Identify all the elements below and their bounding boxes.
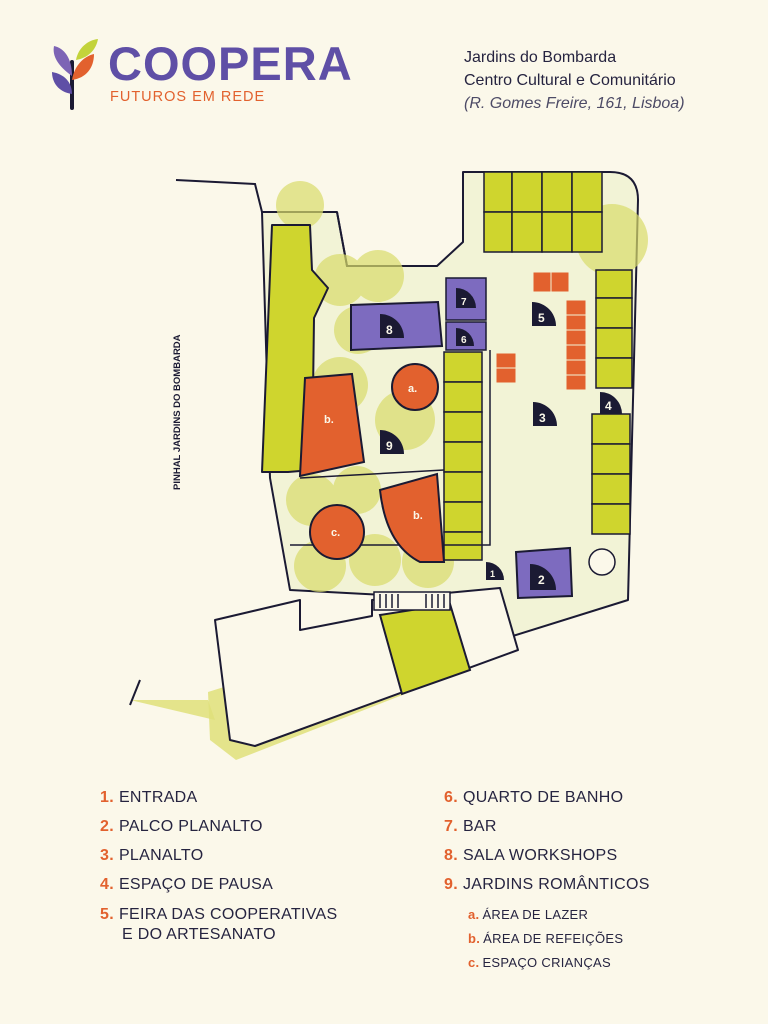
area-b-south-label: b. xyxy=(413,510,423,522)
legend-sub-label: ÁREA DE REFEIÇÕES xyxy=(483,931,624,946)
marker-8-badge xyxy=(380,314,404,338)
legend-item-3: 3.PLANALTO xyxy=(100,846,203,866)
legend-sub-c: c.ESPAÇO CRIANÇAS xyxy=(468,954,611,971)
legend-num: 1. xyxy=(100,789,114,806)
legend-item-4: 4.ESPAÇO DE PAUSA xyxy=(100,875,273,895)
entrance-stairs xyxy=(373,591,451,611)
legend-num: 5. xyxy=(100,906,114,923)
logo-tagline: FUTUROS EM REDE xyxy=(110,89,266,105)
marker-7-label: 7 xyxy=(461,297,467,308)
logo-wordmark: COOPERA xyxy=(108,37,353,90)
legend-label-cont: E DO ARTESANATO xyxy=(122,926,276,943)
marker-1-label: 1 xyxy=(490,569,495,579)
location-markers xyxy=(380,288,622,590)
marker-2-badge xyxy=(530,564,556,590)
marker-5-badge xyxy=(532,302,556,326)
legend-item-7: 7.BAR xyxy=(444,817,497,837)
dining-area-north xyxy=(298,372,366,478)
marker-9-badge xyxy=(380,430,404,454)
legend-num: 9. xyxy=(444,876,458,893)
legend-label: QUARTO DE BANHO xyxy=(462,789,624,806)
venue-address: (R. Gomes Freire, 161, Lisboa) xyxy=(464,95,685,112)
legend-sub-num: c. xyxy=(468,955,480,970)
area-b-north-label: b. xyxy=(324,414,334,426)
legend-item-5: 5.FEIRA DAS COOPERATIVAS E DO ARTESANATO xyxy=(100,905,337,945)
legend-sub-num: a. xyxy=(468,907,480,922)
marker-9-label: 9 xyxy=(386,439,393,453)
legend-sub-num: b. xyxy=(468,931,481,946)
marker-6-badge xyxy=(456,328,474,346)
kids-area xyxy=(309,504,365,560)
legend-item-6: 6.QUARTO DE BANHO xyxy=(444,788,623,808)
legend-label: JARDINS ROMÂNTICOS xyxy=(462,876,650,893)
street-label: PINHAL JARDINS DO BOMBARDA xyxy=(172,334,183,490)
marker-4-label: 4 xyxy=(605,399,612,413)
legend-num: 4. xyxy=(100,876,114,893)
area-a-label: a. xyxy=(408,383,417,395)
legend-item-9: 9.JARDINS ROMÂNTICOS xyxy=(444,875,650,895)
legend-sub-label: ESPAÇO CRIANÇAS xyxy=(482,955,611,970)
map-shadow xyxy=(130,700,215,720)
coopera-logo: COOPERA FUTUROS EM REDE xyxy=(50,36,390,112)
garden-path xyxy=(299,469,445,479)
legend-item-8: 8.SALA WORKSHOPS xyxy=(444,846,617,866)
legend-label: PLANALTO xyxy=(118,847,204,864)
site-boundary xyxy=(175,179,263,213)
venue-subtitle: Centro Cultural e Comunitário xyxy=(464,72,676,89)
legend-sub-b: b.ÁREA DE REFEIÇÕES xyxy=(468,930,623,947)
legend-num: 7. xyxy=(444,818,458,835)
sprout-logo-icon xyxy=(52,39,98,110)
marker-6-label: 6 xyxy=(461,335,467,346)
legend-item-1: 1.ENTRADA xyxy=(100,788,198,808)
legend-item-2: 2.PALCO PLANALTO xyxy=(100,817,263,837)
legend-label: BAR xyxy=(462,818,497,835)
venue-header: Jardins do Bombarda Centro Cultural e Co… xyxy=(464,46,754,115)
legend-label: FEIRA DAS COOPERATIVAS xyxy=(118,906,338,923)
right-stalls xyxy=(591,269,633,535)
entrance-building xyxy=(214,587,519,747)
marker-3-badge xyxy=(533,402,557,426)
central-stalls xyxy=(443,351,483,561)
marker-2-label: 2 xyxy=(538,573,545,587)
legend-label: ENTRADA xyxy=(118,789,198,806)
market-stalls xyxy=(495,271,587,391)
legend-label: PALCO PLANALTO xyxy=(118,818,263,835)
site-boundary xyxy=(129,679,141,706)
legend-sub-a: a.ÁREA DE LAZER xyxy=(468,906,588,923)
legend-label: SALA WORKSHOPS xyxy=(462,847,618,864)
dining-area-south xyxy=(378,472,446,563)
legend-num: 6. xyxy=(444,789,458,806)
venue-name: Jardins do Bombarda xyxy=(464,49,617,66)
marker-3-label: 3 xyxy=(539,411,546,425)
legend-sub-label: ÁREA DE LAZER xyxy=(482,907,589,922)
legend-label: ESPAÇO DE PAUSA xyxy=(118,876,274,893)
legend-num: 2. xyxy=(100,818,114,835)
legend-num: 3. xyxy=(100,847,114,864)
legend-num: 8. xyxy=(444,847,458,864)
fountain-marker xyxy=(588,548,616,576)
leisure-area xyxy=(391,363,439,411)
marker-1-badge xyxy=(486,562,504,580)
top-stalls xyxy=(483,171,603,253)
marker-4-badge xyxy=(600,392,622,414)
marker-7-badge xyxy=(456,288,476,308)
area-c-label: c. xyxy=(331,527,340,539)
marker-5-label: 5 xyxy=(538,311,545,325)
marker-8-label: 8 xyxy=(386,323,393,337)
